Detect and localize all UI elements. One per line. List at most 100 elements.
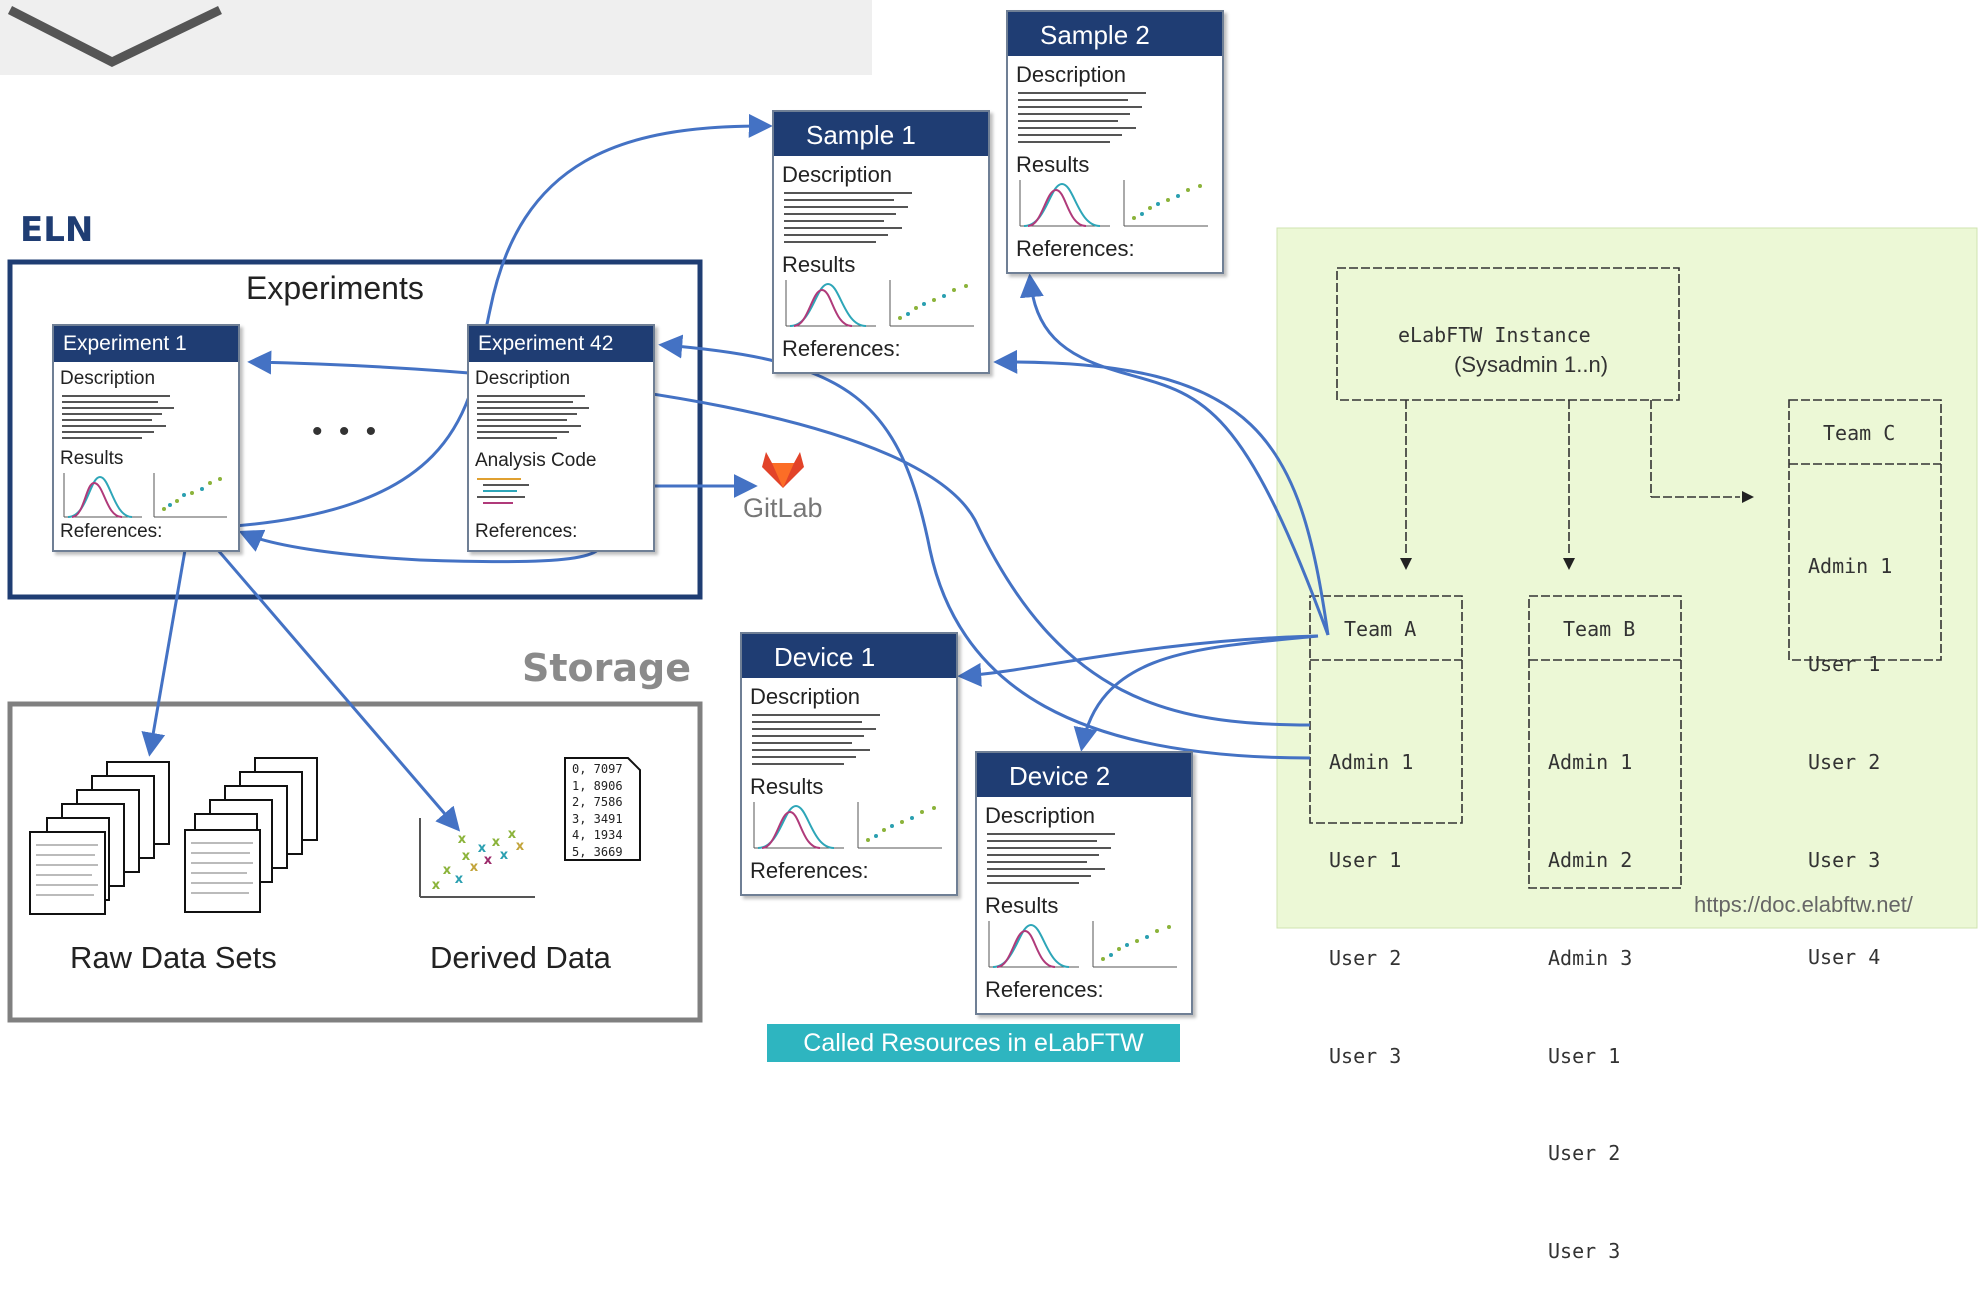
resources-caption: Called Resources in eLabFTW — [767, 1024, 1180, 1062]
experiment-1-title: Experiment 1 — [63, 332, 187, 355]
derived-data-label: Derived Data — [430, 940, 611, 975]
results-charts-icon — [785, 280, 974, 327]
source-url[interactable]: https://doc.elabftw.net/ — [1694, 892, 1913, 917]
eln-box — [7, 259, 703, 600]
list-item: User 2 — [1329, 945, 1402, 970]
list-item: User 1 — [1329, 847, 1402, 872]
team-c-box — [1788, 399, 1942, 661]
storage-box — [7, 701, 703, 1023]
elabftw-panel — [1276, 227, 1978, 929]
results-charts-icon — [63, 473, 227, 518]
experiment-42-card[interactable]: Experiment 42 Description Analysis Code … — [467, 324, 655, 552]
svg-text:x: x — [516, 839, 525, 854]
chevron-shape — [7, 5, 222, 68]
instance-sysadmin: (Sysadmin 1..n) — [1454, 352, 1609, 377]
team-b-members: Admin 1 Admin 2 Admin 3 User 1 User 2 Us… — [1548, 681, 1632, 1300]
list-item: User 4 — [1808, 945, 1881, 970]
sample-2-title: Sample 2 — [1040, 20, 1150, 50]
instance-label: eLabFTW Instance — [1398, 323, 1591, 347]
description-lines-icon — [62, 395, 174, 439]
sample-1-title: Sample 1 — [806, 120, 916, 150]
svg-text:x: x — [500, 848, 509, 863]
list-item: Admin 1 — [1548, 750, 1633, 775]
table-row: 3, 3491 — [572, 811, 623, 826]
sample-2-references: References: — [1016, 236, 1135, 261]
svg-text:x: x — [478, 841, 487, 856]
team-b-box — [1528, 595, 1682, 889]
svg-text:x: x — [492, 835, 501, 850]
device-2-description: Description — [985, 803, 1096, 828]
list-item: User 2 — [1808, 749, 1881, 774]
table-row: 2, 7586 — [572, 795, 623, 809]
device-2-title: Device 2 — [1009, 761, 1111, 791]
experiment-42-references: References: — [475, 521, 578, 542]
derived-data-table: 0, 7097 1, 8906 2, 7586 3, 3491 4, 1934 … — [572, 761, 623, 860]
team-c-title: Team C — [1823, 421, 1896, 445]
team-b-title: Team B — [1563, 617, 1636, 641]
list-item: Admin 3 — [1548, 945, 1633, 970]
experiments-title: Experiments — [246, 270, 424, 306]
description-lines-icon — [784, 192, 912, 243]
experiment-42-description: Description — [475, 368, 571, 389]
team-a-title: Team A — [1344, 617, 1417, 641]
experiment-1-description: Description — [60, 368, 156, 389]
list-item: User 2 — [1548, 1141, 1621, 1166]
description-lines-icon — [1018, 92, 1146, 143]
team-a-members: Admin 1 User 1 User 2 User 3 — [1329, 681, 1413, 1105]
ellipsis: • • • — [312, 415, 381, 448]
svg-text:x: x — [458, 832, 467, 847]
list-item: User 1 — [1548, 1043, 1621, 1068]
sample-2-card[interactable]: Sample 2 Description Results References: — [1006, 10, 1224, 274]
device-1-description: Description — [750, 684, 861, 709]
device-1-title: Device 1 — [774, 642, 876, 672]
table-row: 0, 7097 — [572, 762, 623, 776]
sample-1-card[interactable]: Sample 1 Description Results References: — [772, 110, 990, 374]
description-lines-icon — [987, 833, 1115, 884]
device-1-results: Results — [750, 774, 824, 799]
description-lines-icon — [752, 714, 880, 765]
device-1-card[interactable]: Device 1 Description Results References: — [740, 632, 958, 896]
results-charts-icon — [753, 802, 942, 849]
sample-2-description: Description — [1016, 62, 1127, 87]
gitlab-icon — [762, 452, 804, 488]
svg-text:x: x — [508, 827, 517, 842]
svg-text:x: x — [462, 849, 471, 864]
list-item: Admin 1 — [1329, 750, 1414, 775]
device-2-results: Results — [985, 893, 1059, 918]
sample-1-results: Results — [782, 252, 856, 277]
table-row: 5, 3669 — [572, 844, 623, 859]
sample-1-description: Description — [782, 162, 893, 187]
sample-2-results: Results — [1016, 152, 1090, 177]
device-2-card[interactable]: Device 2 Description Results References: — [975, 751, 1193, 1015]
results-charts-icon — [1019, 180, 1208, 227]
device-2-references: References: — [985, 977, 1104, 1002]
device-1-references: References: — [750, 858, 869, 883]
experiment-1-card[interactable]: Experiment 1 Description Results Referen… — [52, 324, 240, 552]
diagram-canvas: xx xx xx xx xx xx — [0, 0, 1978, 1023]
results-charts-icon — [988, 921, 1177, 968]
list-item: User 3 — [1329, 1043, 1402, 1068]
list-item: User 3 — [1808, 847, 1881, 872]
experiment-42-analysis-code: Analysis Code — [475, 450, 597, 471]
svg-text:x: x — [443, 863, 452, 878]
svg-text:x: x — [484, 853, 493, 868]
top-banner — [0, 0, 872, 75]
eln-title: ELN — [20, 210, 94, 250]
table-row: 4, 1934 — [572, 828, 623, 842]
instance-box — [1336, 267, 1680, 401]
raw-data-sets-label: Raw Data Sets — [70, 940, 277, 975]
team-c-members: Admin 1 User 1 User 2 User 3 User 4 — [1808, 485, 1892, 1007]
list-item: User 1 — [1808, 651, 1881, 676]
table-row: 1, 8906 — [572, 778, 623, 793]
svg-text:x: x — [432, 878, 441, 893]
description-lines-icon — [477, 395, 589, 439]
storage-title: Storage — [522, 646, 691, 690]
gitlab-label[interactable]: GitLab — [743, 493, 823, 523]
team-a-box — [1309, 595, 1463, 824]
experiment-1-references: References: — [60, 521, 163, 542]
list-item: Admin 2 — [1548, 847, 1633, 872]
experiment-42-title: Experiment 42 — [478, 332, 614, 355]
raw-data-sets-icon — [29, 757, 318, 915]
derived-scatter-icon: xx xx xx xx xx xx — [419, 818, 535, 898]
list-item: Admin 1 — [1808, 554, 1893, 579]
